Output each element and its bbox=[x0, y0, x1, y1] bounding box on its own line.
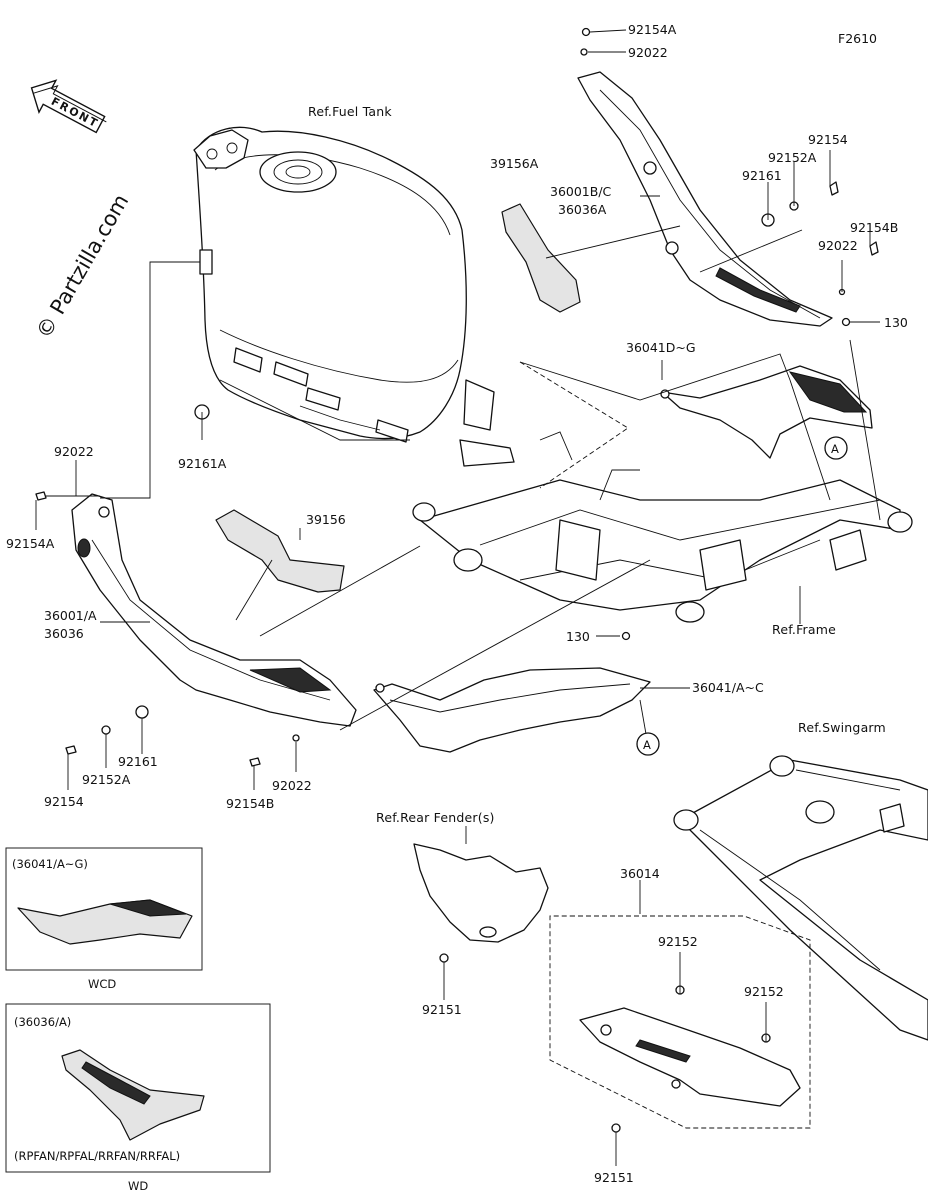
label-92154-left: 92154 bbox=[44, 794, 84, 809]
label-92154A-left: 92154A bbox=[6, 536, 55, 551]
label-92154B-right: 92154B bbox=[850, 220, 898, 235]
label-36001A: 36001/A bbox=[44, 608, 97, 623]
pad-39156 bbox=[215, 509, 345, 593]
frame bbox=[412, 431, 913, 623]
pad-39156A bbox=[501, 203, 581, 313]
label-92154A-top: 92154A bbox=[628, 22, 677, 37]
label-36001BC: 36001B/C bbox=[550, 184, 612, 199]
label-92151-2: 92151 bbox=[594, 1170, 634, 1185]
label-92151-1: 92151 bbox=[422, 1002, 462, 1017]
label-92152-1: 92152 bbox=[658, 934, 698, 949]
dashed-groups bbox=[219, 353, 811, 1129]
ref-fuel-tank: Ref.Fuel Tank bbox=[308, 104, 392, 119]
label-92022-right: 92022 bbox=[818, 238, 858, 253]
chain-cover-36014 bbox=[579, 1007, 801, 1107]
cowling-36001BC bbox=[577, 71, 833, 327]
label-39156A: 39156A bbox=[490, 156, 539, 171]
label-39156: 39156 bbox=[306, 512, 346, 527]
rear-fender bbox=[413, 843, 549, 943]
callout-a-lower: A bbox=[636, 732, 660, 756]
ref-rear-fender: Ref.Rear Fender(s) bbox=[376, 810, 495, 825]
label-36036: 36036 bbox=[44, 626, 84, 641]
label-92152A-right: 92152A bbox=[768, 150, 817, 165]
ref-frame: Ref.Frame bbox=[772, 622, 836, 637]
label-92154B-bottom: 92154B bbox=[226, 796, 274, 811]
ref-swingarm: Ref.Swingarm bbox=[798, 720, 886, 735]
front-arrow-icon: FRONT bbox=[30, 79, 107, 134]
label-92154-right: 92154 bbox=[808, 132, 848, 147]
callout-a-upper: A bbox=[824, 436, 848, 460]
inset-1-title: (36041/A~G) bbox=[12, 857, 88, 871]
inset-2-model: WD bbox=[128, 1179, 148, 1193]
inset-2-variants: (RPFAN/RPFAL/RRFAN/RRFAL) bbox=[14, 1149, 180, 1163]
hardware bbox=[35, 27, 879, 1133]
label-130-center: 130 bbox=[566, 629, 590, 644]
label-36014: 36014 bbox=[620, 866, 660, 881]
label-36036A: 36036A bbox=[558, 202, 607, 217]
inset-36041: (36041/A~G) WCD bbox=[5, 847, 203, 991]
label-92161-left: 92161 bbox=[118, 754, 158, 769]
swingarm bbox=[673, 755, 928, 1041]
label-92152-2: 92152 bbox=[744, 984, 784, 999]
label-92022-bottom: 92022 bbox=[272, 778, 312, 793]
inset-36036: (36036/A) (RPFAN/RPFAL/RRFAN/RRFAL) WD bbox=[5, 1003, 271, 1193]
cover-36041DG bbox=[660, 365, 873, 459]
label-130-right: 130 bbox=[884, 315, 908, 330]
leader-lines bbox=[35, 29, 881, 1166]
cowling-36001A bbox=[71, 493, 357, 727]
label-92161A: 92161A bbox=[178, 456, 227, 471]
label-92161-right: 92161 bbox=[742, 168, 782, 183]
inset-1-model: WCD bbox=[88, 977, 116, 991]
label-92022-top: 92022 bbox=[628, 45, 668, 60]
inset-2-title: (36036/A) bbox=[14, 1015, 71, 1029]
svg-text:A: A bbox=[643, 738, 651, 752]
cover-36041AC bbox=[373, 667, 651, 753]
label-92022-left: 92022 bbox=[54, 444, 94, 459]
figure-code: F2610 bbox=[838, 31, 877, 46]
svg-text:A: A bbox=[831, 442, 839, 456]
fuel-tank bbox=[193, 126, 515, 467]
label-92152A-left: 92152A bbox=[82, 772, 131, 787]
label-36041DG: 36041D~G bbox=[626, 340, 696, 355]
watermark: © Partzilla.com bbox=[32, 190, 134, 342]
label-36041AC: 36041/A~C bbox=[692, 680, 764, 695]
